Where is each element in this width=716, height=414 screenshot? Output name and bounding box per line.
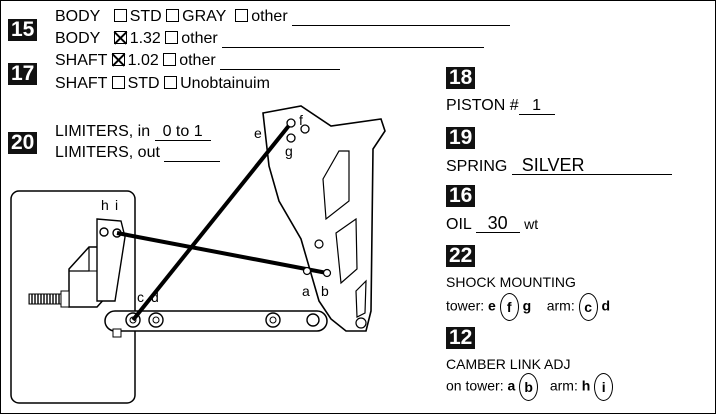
tower-option-g[interactable]: g <box>522 297 532 314</box>
arm-option-h[interactable]: h <box>581 377 591 394</box>
body-1-32-checkbox-checked[interactable] <box>113 31 127 44</box>
shock-mounting-options: tower: e f g arm: c d <box>446 293 610 321</box>
tower-option-f-selected[interactable]: f <box>499 293 519 321</box>
other-checkbox[interactable] <box>165 31 179 44</box>
tower-cutout <box>355 279 367 318</box>
tower-hole-g <box>286 133 296 143</box>
arm-option-d[interactable]: d <box>601 297 611 314</box>
camber-hole-h <box>99 227 109 237</box>
diagram-label-h: h <box>101 197 109 213</box>
diagram-label-f: f <box>299 112 303 128</box>
shock-mounting-label: SHOCK MOUNTING <box>446 274 576 290</box>
section-17-number: 17 <box>8 63 38 85</box>
diagram-label-c: c <box>137 289 144 305</box>
section-16-number: 16 <box>446 185 476 207</box>
tower-hole-f <box>300 124 310 134</box>
upright-outline <box>10 190 136 404</box>
section-22-number: 22 <box>446 245 476 267</box>
limiters-out-field[interactable] <box>164 146 221 162</box>
section-19-number: 19 <box>446 127 476 149</box>
tower-option-a[interactable]: a <box>507 377 516 394</box>
piston-value[interactable]: 1 <box>518 97 555 115</box>
other-text-field[interactable] <box>220 54 341 70</box>
section-17-row-2: SHAFT STD Unobtainuim <box>55 75 270 92</box>
diagram-label-a: a <box>302 283 310 299</box>
limiters-in-row: LIMITERS, in 0 to 1 <box>55 123 211 141</box>
diagram-label-b: b <box>321 283 329 299</box>
section-18-number: 18 <box>446 67 476 89</box>
spring-row: SPRING SILVER <box>446 156 672 176</box>
section-17-row-1: SHAFT 1.02 other <box>55 52 341 70</box>
tower-hole-b <box>322 268 332 278</box>
shock-absorber <box>131 121 293 322</box>
tower-hole-e <box>286 118 296 128</box>
std-checkbox[interactable] <box>111 76 125 89</box>
diagram-label-e: e <box>254 125 262 141</box>
section-15-number: 15 <box>8 19 38 41</box>
camber-link-adj-label: CAMBER LINK ADJ <box>446 356 571 372</box>
spring-value[interactable]: SILVER <box>511 156 672 175</box>
tower-hole-a <box>302 266 312 276</box>
tower-cutout <box>322 150 350 221</box>
arm-option-i-selected[interactable]: i <box>594 373 614 401</box>
tower-cutout <box>335 217 358 285</box>
camber-link <box>116 231 328 275</box>
section-20-number: 20 <box>8 132 38 154</box>
tower-hole <box>314 239 324 249</box>
camber-link-options: on tower: a b arm: h i <box>446 373 614 401</box>
section-15-row-1: BODY STD GRAY other <box>55 8 511 26</box>
section-15-row-2: BODY 1.32 other <box>55 30 485 48</box>
other-text-field[interactable] <box>222 32 485 48</box>
unobtainuim-checkbox[interactable] <box>164 76 178 89</box>
arm-option-c-selected[interactable]: c <box>578 293 598 321</box>
oil-row: OIL 30 wt <box>446 213 539 233</box>
piston-row: PISTON #1 <box>446 97 555 115</box>
diagram-label-d: d <box>151 289 159 305</box>
tower-option-e[interactable]: e <box>488 297 496 314</box>
upright-arm <box>96 218 126 302</box>
other-text-field[interactable] <box>292 10 511 26</box>
diagram-label-i: i <box>115 197 119 213</box>
limiters-out-row: LIMITERS, out <box>55 144 221 162</box>
tower-option-b-selected[interactable]: b <box>519 373 539 401</box>
oil-value[interactable]: 30 <box>475 214 520 233</box>
tower-hole <box>355 317 367 329</box>
other-checkbox[interactable] <box>163 53 177 66</box>
other-checkbox[interactable] <box>235 9 249 22</box>
shaft-1-02-checkbox-checked[interactable] <box>111 53 125 66</box>
section-12-number: 12 <box>446 327 476 349</box>
limiters-in-value[interactable]: 0 to 1 <box>154 123 211 141</box>
std-checkbox[interactable] <box>113 9 127 22</box>
shock-tower <box>262 105 386 332</box>
diagram-label-g: g <box>285 143 293 159</box>
gray-checkbox[interactable] <box>166 9 180 22</box>
